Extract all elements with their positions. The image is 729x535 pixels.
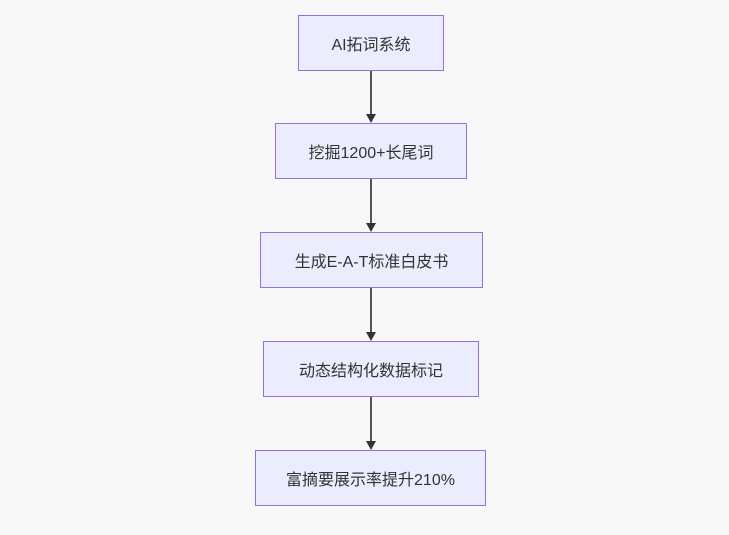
- flowchart-node-longtail-keyword-mining: 挖掘1200+长尾词: [275, 123, 467, 179]
- arrow-down-icon: [366, 223, 376, 232]
- flowchart-node-dynamic-structured-data-markup: 动态结构化数据标记: [263, 341, 479, 397]
- flowchart-node-eat-whitepaper: 生成E-A-T标准白皮书: [260, 232, 483, 288]
- node-label: 生成E-A-T标准白皮书: [294, 254, 449, 271]
- arrow-down-icon: [366, 441, 376, 450]
- flowchart-edge-3: [366, 288, 376, 341]
- flowchart-node-rich-snippet-rate-result: 富摘要展示率提升210%: [255, 450, 486, 506]
- flowchart-edge-2: [366, 179, 376, 232]
- edge-line: [370, 288, 372, 333]
- flowchart-edge-4: [366, 397, 376, 450]
- node-label: 动态结构化数据标记: [298, 363, 443, 380]
- node-label: 挖掘1200+长尾词: [308, 145, 434, 162]
- flowchart-edge-1: [366, 71, 376, 123]
- edge-line: [370, 397, 372, 442]
- arrow-down-icon: [366, 114, 376, 123]
- node-label: 富摘要展示率提升210%: [286, 472, 455, 489]
- edge-line: [370, 179, 372, 224]
- node-label: AI拓词系统: [331, 37, 411, 54]
- arrow-down-icon: [366, 332, 376, 341]
- edge-line: [370, 71, 372, 115]
- flowchart-node-ai-word-expansion-system: AI拓词系统: [298, 15, 444, 71]
